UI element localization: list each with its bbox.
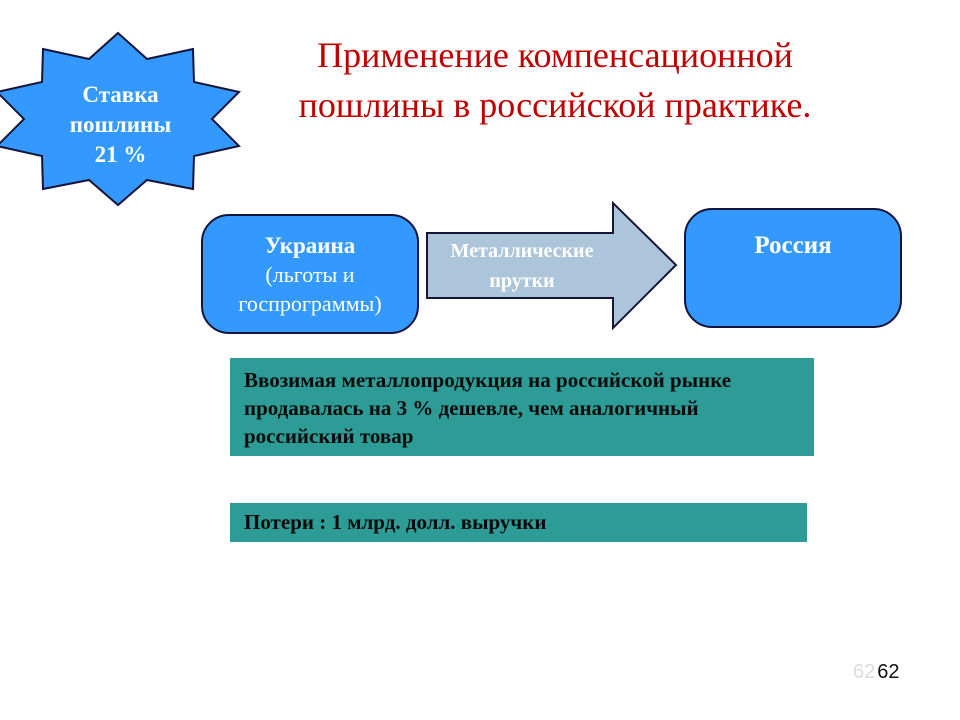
ukraine-box: Украина (льготы и госпрограммы) bbox=[201, 214, 419, 334]
duty-rate-star-shape bbox=[0, 31, 241, 207]
ukraine-box-title: Украина bbox=[264, 232, 356, 258]
duty-rate-badge-label: Ставка пошлины 21 % bbox=[28, 80, 213, 170]
page-number-current: 62 bbox=[877, 661, 900, 683]
russia-box: Россия bbox=[684, 208, 902, 328]
note-box-market-price: Ввозимая металлопродукция на российской … bbox=[230, 358, 814, 456]
ukraine-box-subtitle: (льготы и госпрограммы) bbox=[238, 261, 382, 316]
arrow-polygon bbox=[426, 200, 678, 331]
badge-line-3: 21 % bbox=[94, 142, 147, 167]
flow-arrow-label: Металлические прутки bbox=[450, 240, 594, 292]
star-polygon bbox=[0, 31, 241, 207]
slide-title-line1: Применение компенсационной bbox=[317, 35, 793, 75]
badge-line-2: пошлины bbox=[69, 112, 172, 137]
page-number-ghost: 62 bbox=[853, 661, 876, 683]
note-box-losses: Потери : 1 млрд. долл. выручки bbox=[230, 503, 807, 542]
badge-line-1: Ставка bbox=[82, 82, 159, 107]
slide-title-line2: пошлины в российской практике. bbox=[298, 85, 812, 125]
russia-box-title: Россия bbox=[754, 232, 832, 259]
flow-arrow-shape bbox=[426, 200, 678, 331]
slide-title: Применение компенсационной пошлины в рос… bbox=[170, 30, 940, 130]
